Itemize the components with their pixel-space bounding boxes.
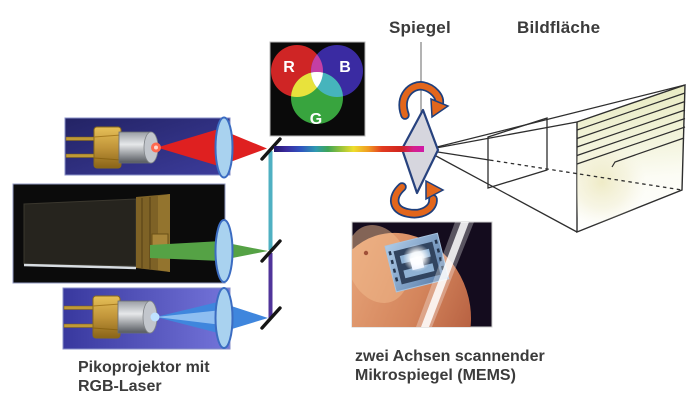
- rotation-arrow-horizontal-axis: [398, 81, 450, 120]
- green-beam: [150, 241, 222, 261]
- arrow-head: [430, 97, 450, 119]
- blue-laser-diode-photo: [62, 287, 268, 350]
- raster-scan-lines: [576, 92, 686, 168]
- dichroic-mirror-green: [260, 239, 282, 263]
- venn-yellow-overlap: [291, 72, 323, 97]
- venn-label-b: B: [339, 59, 351, 76]
- frustum-edge-hidden-dashed: [489, 159, 683, 191]
- blue-emitter-glow: [150, 312, 160, 322]
- collimating-lens-blue: [214, 287, 234, 349]
- caption-projector-line1: Pikoprojektor mit: [78, 359, 210, 376]
- laser-module-body: [23, 198, 137, 267]
- green-beam-converging: [222, 242, 268, 260]
- caption-mems-line2: Mikrospiegel (MEMS): [355, 367, 516, 384]
- intermediate-scan-frame: [487, 117, 548, 189]
- caption-mems: zwei Achsen scannender Mikrospiegel (MEM…: [355, 347, 545, 385]
- laser-flange: [93, 126, 122, 169]
- mems-chip-photo: [351, 221, 493, 328]
- label-bildflaeche: Bildfläche: [517, 18, 601, 37]
- collimating-lens-green: [214, 219, 234, 283]
- caption-projector: Pikoprojektor mit RGB-Laser: [78, 358, 210, 396]
- venn-cyan-overlap: [311, 72, 343, 97]
- venn-label-r: R: [283, 59, 295, 76]
- laser-pin: [65, 136, 97, 141]
- laser-pin: [63, 305, 95, 310]
- dichroic-mirror-red: [260, 137, 282, 161]
- caption-projector-line2: RGB-Laser: [78, 378, 162, 395]
- red-beam-diverging: [157, 128, 222, 167]
- arrow-head: [425, 179, 445, 201]
- laser-pin: [65, 153, 97, 158]
- red-beam-converging: [222, 130, 267, 165]
- caption-mems-line1: zwei Achsen scannender: [355, 348, 545, 365]
- rgb-additive-color-diagram: R B G: [269, 41, 366, 137]
- frustum-edge-top-left: [424, 121, 578, 151]
- frustum-edge-bottom-left: [424, 149, 578, 233]
- venn-label-g: G: [310, 111, 322, 128]
- screen-glow: [577, 138, 646, 226]
- red-laser-diode-photo: [64, 116, 267, 179]
- laser-pin: [63, 323, 95, 328]
- laser-flange: [92, 295, 121, 339]
- dichroic-mirror-blue: [260, 306, 282, 330]
- chip-laser-glow: [403, 244, 431, 272]
- rotation-arrow-vertical-axis: [390, 179, 445, 219]
- projection-frustum: [424, 84, 686, 234]
- blue-beam-converging: [222, 303, 268, 332]
- green-laser-module-photo: [12, 183, 268, 284]
- frustum-edge-top-right: [424, 84, 686, 151]
- raster-scan-current-line: [611, 137, 685, 168]
- collimating-lens-red: [214, 116, 234, 179]
- combined-rgb-beam: [274, 146, 424, 152]
- label-spiegel: Spiegel: [389, 18, 451, 37]
